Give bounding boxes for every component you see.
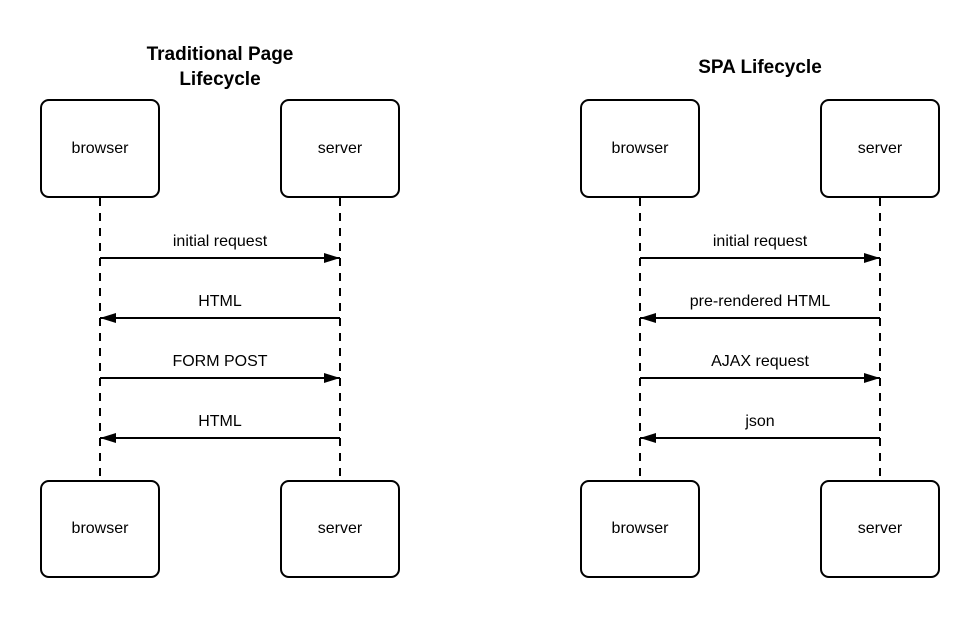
actor-box-server-bottom: server <box>820 480 940 578</box>
actor-label: server <box>857 139 903 157</box>
message-label: initial request <box>712 233 808 250</box>
actor-box-browser-bottom: browser <box>580 480 700 578</box>
actor-box-server-bottom: server <box>280 480 400 578</box>
sequence-wires <box>639 198 881 480</box>
actor-label: server <box>317 139 363 157</box>
actor-label: browser <box>71 520 129 537</box>
message-label: AJAX request <box>711 353 809 370</box>
actor-box-server-top: server <box>820 99 940 198</box>
message-label: pre-rendered HTML <box>689 293 831 310</box>
actor-label: server <box>857 520 903 537</box>
diagram-spa-lifecycle: SPA Lifecycle browser server initial req… <box>580 0 940 620</box>
message-label: json <box>745 413 775 430</box>
message-label: HTML <box>198 413 242 430</box>
actor-label: browser <box>611 520 669 537</box>
sequence-wires <box>99 198 341 480</box>
actor-box-browser-bottom: browser <box>40 480 160 578</box>
actor-box-browser-top: browser <box>40 99 160 198</box>
message-label: FORM POST <box>172 353 268 370</box>
message-label: HTML <box>198 293 242 310</box>
actor-box-server-top: server <box>280 99 400 198</box>
diagram-title: SPA Lifecycle <box>698 56 822 78</box>
actor-label: server <box>317 520 363 537</box>
diagram-traditional-page-lifecycle: Traditional Page Lifecycle browser serve… <box>40 0 400 620</box>
actor-box-browser-top: browser <box>580 99 700 198</box>
actor-label: browser <box>71 139 129 157</box>
actor-label: browser <box>611 139 669 157</box>
message-label: initial request <box>172 233 268 250</box>
diagram-title: Traditional Page Lifecycle <box>146 44 294 90</box>
